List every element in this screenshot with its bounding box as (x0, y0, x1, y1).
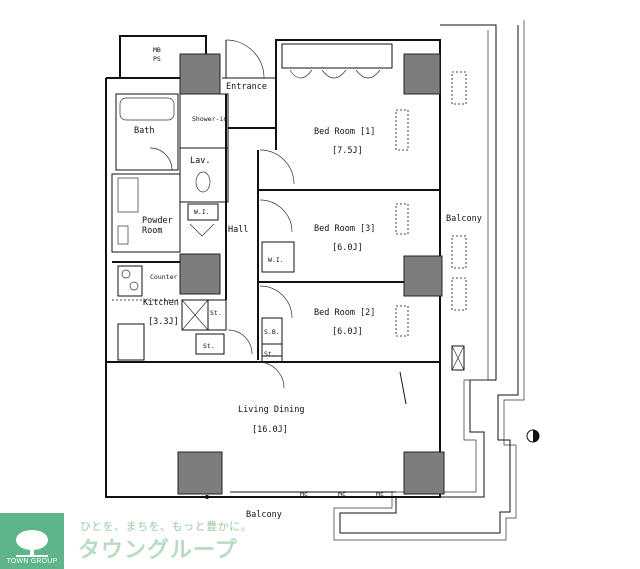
storage-st2 (195, 333, 225, 355)
kitchen-sink-counter (117, 323, 145, 361)
column-1 (179, 53, 221, 95)
bed1-door-swing (259, 149, 295, 185)
living-door-swing (257, 361, 285, 389)
sb-label: S.B. (264, 328, 280, 336)
wic-hall (187, 203, 219, 221)
logo-caption: TOWN GROUP (6, 558, 58, 565)
column-5 (177, 451, 223, 495)
balcony-railing (333, 20, 525, 541)
column-6 (403, 451, 445, 495)
entrance-door-swing (225, 39, 265, 79)
bed3-door-swing (259, 199, 293, 233)
powder-label-2: Room (142, 226, 162, 236)
bed2-furniture (395, 305, 409, 337)
shower-label: Shower-in (192, 115, 227, 123)
powder-room (111, 173, 181, 253)
balcony-unit-cross (451, 345, 465, 371)
bathtub (119, 97, 175, 121)
mc2-label: Mc (338, 490, 346, 498)
kitchen-label: Kitchen (143, 298, 179, 308)
ws-label: W.I. (268, 256, 284, 264)
column-2 (403, 53, 441, 95)
compass-needle (533, 430, 539, 442)
balcony-unit (451, 345, 465, 371)
town-group-logo: TOWN GROUP (0, 513, 64, 569)
st3-label: St. (264, 350, 276, 358)
bed2-closet (261, 317, 283, 357)
hall-label: Hall (228, 225, 248, 235)
burner-1 (121, 269, 131, 279)
balcony-aircon-3 (451, 277, 467, 311)
wic-label: W.I. (194, 208, 210, 216)
bed2-label: Bed Room [2] (314, 308, 375, 318)
mbps-label-2: PS (153, 55, 161, 63)
living-label: Living Dining (238, 405, 305, 415)
burner-2 (129, 281, 139, 291)
balcony-bottom-label: Balcony (246, 510, 282, 520)
counter-label: Counter (150, 273, 177, 281)
brand-name: タウングループ (78, 538, 238, 563)
toilet (195, 171, 211, 193)
lav-label: Lav. (190, 156, 210, 166)
fridge-cross (181, 299, 209, 331)
washer (117, 225, 129, 245)
living-size: [16.0J] (252, 425, 288, 435)
balcony-aircon-1 (451, 71, 467, 105)
bath-label: Bath (134, 126, 154, 136)
bed3-furniture (395, 203, 409, 235)
powder-label-1: Powder (142, 216, 173, 226)
balcony-right-label: Balcony (446, 214, 482, 224)
bed1-closet-doors (289, 69, 381, 79)
bed2-size: [6.0J] (332, 327, 363, 337)
mc1-label: Mc (300, 490, 308, 498)
living-side-window (399, 371, 407, 405)
st1-label: St. (210, 309, 222, 317)
st2-label: St. (203, 342, 215, 350)
bed1-furniture (395, 109, 409, 151)
bed2-door-swing (259, 285, 293, 319)
drain-marker (205, 495, 209, 499)
brand-tagline: ひとを、まちを、もっと豊かに。 (80, 520, 253, 533)
column-3 (179, 253, 221, 295)
balcony-aircon-2 (451, 235, 467, 269)
bed3-size: [6.0J] (332, 243, 363, 253)
mc3-label: Mc (376, 490, 384, 498)
kitchen-size: [3.3J] (148, 317, 179, 327)
bath-door-swing (149, 147, 173, 171)
vanity (117, 177, 139, 213)
bed3-closet (261, 241, 295, 273)
wic-bifold-door (189, 223, 215, 237)
bed1-label: Bed Room [1] (314, 127, 375, 137)
cooktop (117, 265, 143, 297)
bed1-size: [7.5J] (332, 146, 363, 156)
mbps-label-1: MB (153, 46, 161, 54)
bed1-closet (281, 43, 393, 69)
tree-icon (16, 530, 48, 557)
sb-box (261, 343, 283, 363)
entrance-label: Entrance (226, 82, 267, 92)
bath-room (115, 93, 179, 171)
column-4 (403, 255, 443, 297)
storage-door-swing (227, 329, 253, 355)
bed3-label: Bed Room [3] (314, 224, 375, 234)
storage-st1 (207, 299, 227, 331)
